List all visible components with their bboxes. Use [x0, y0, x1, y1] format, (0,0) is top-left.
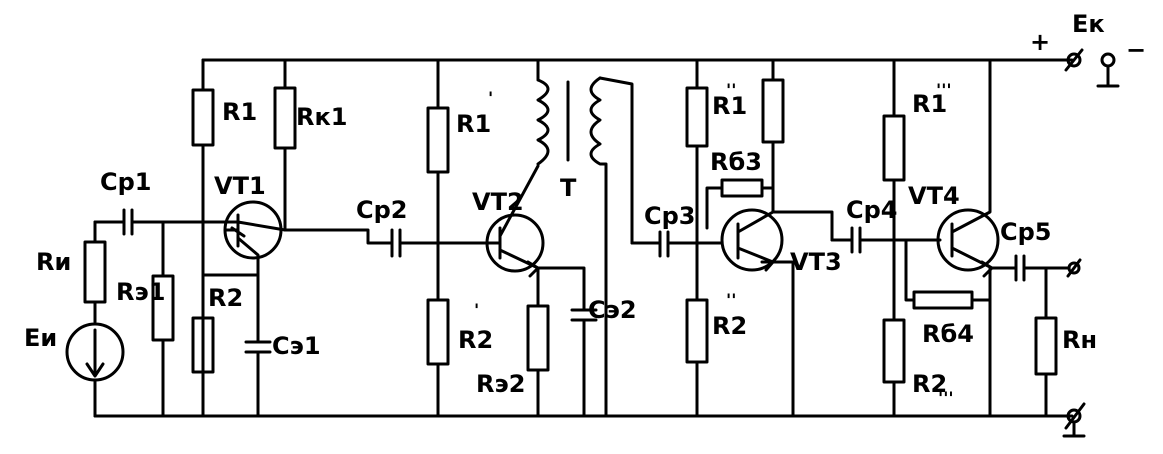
capacitor-ce2: [570, 308, 598, 418]
capacitor-cp4: [830, 226, 942, 254]
resistor-r1-prime: [426, 58, 450, 418]
cp3-label: Cр3: [644, 202, 696, 230]
resistor-re2: [526, 304, 550, 372]
r2-prime-mark: ': [474, 301, 479, 321]
r1-prime-mark: ': [488, 89, 493, 109]
r1-label: R1: [222, 98, 257, 126]
transformer-label: T: [560, 174, 577, 202]
r2-label: R2: [208, 284, 243, 312]
minus-label: −: [1126, 36, 1146, 64]
r1-tprime-mark: ''': [936, 81, 952, 101]
rn-label: Rн: [1062, 326, 1097, 354]
r1-tprime-label: R1: [912, 90, 947, 118]
ce2-label: Cэ2: [588, 296, 637, 324]
rb3-label: Rб3: [710, 148, 762, 176]
resistor-r1-tprime: [882, 58, 906, 418]
capacitor-cp2: [283, 228, 502, 258]
resistor-r2-dprime: [685, 298, 709, 364]
r2-dprime-mark: '': [726, 291, 736, 311]
r2-tprime-label: R2: [912, 370, 947, 398]
transistor-vt4: [936, 58, 1012, 418]
supply-terminal: [1064, 48, 1120, 88]
source-resistor-ru: [83, 220, 107, 324]
resistor-rb3: [705, 178, 775, 230]
re2-label: Rэ2: [476, 370, 525, 398]
cp2-label: Cр2: [356, 196, 408, 224]
capacitor-cp3: [630, 230, 724, 258]
capacitor-ce1: [244, 328, 272, 418]
r1-prime-label: R1: [456, 110, 491, 138]
resistor-rk1: [273, 58, 297, 232]
output-terminal: [1066, 258, 1082, 278]
ce1-label: Cэ1: [272, 332, 321, 360]
resistor-r1-dprime: [685, 58, 709, 418]
resistor-rk3: [761, 58, 785, 214]
resistor-r2-tprime: [882, 318, 906, 384]
resistor-r1: [191, 58, 215, 418]
r1-dprime-label: R1: [712, 92, 747, 120]
source-eu: [65, 322, 125, 418]
cp1-label: Cр1: [100, 168, 152, 196]
re1-label: Rэ1: [116, 278, 165, 306]
ru-label: Rи: [36, 248, 71, 276]
cp4-label: Cр4: [846, 196, 898, 224]
transistor-vt1: [201, 200, 287, 332]
rb4-label: Rб4: [922, 320, 974, 348]
r1-dprime-mark: '': [726, 81, 736, 101]
resistor-rb4: [904, 238, 992, 310]
eu-label: Eи: [24, 324, 57, 352]
ground-terminal: [1062, 402, 1086, 438]
ek-label: Ек: [1072, 10, 1105, 38]
plus-label: +: [1030, 28, 1050, 56]
cp5-label: Cр5: [1000, 218, 1052, 246]
resistor-re1: [151, 220, 175, 418]
resistor-r2: [191, 316, 215, 374]
transistor-vt2: [485, 164, 586, 418]
capacitor-cp5: [1008, 254, 1070, 282]
r2-dprime-label: R2: [712, 312, 747, 340]
resistor-r2-prime: [426, 298, 450, 366]
rk1-label: Rк1: [296, 103, 347, 131]
vt2-label: VT2: [472, 188, 524, 216]
transistor-vt3: [720, 208, 834, 418]
r2-tprime-mark: ''': [938, 389, 954, 409]
resistor-rn: [1034, 266, 1058, 418]
capacitor-cp1: [93, 208, 240, 236]
r2-prime-label: R2: [458, 326, 493, 354]
transformer-t: [536, 58, 634, 418]
vt4-label: VT4: [908, 182, 960, 210]
vt1-label: VT1: [214, 172, 266, 200]
vt3-label: VT3: [790, 248, 842, 276]
